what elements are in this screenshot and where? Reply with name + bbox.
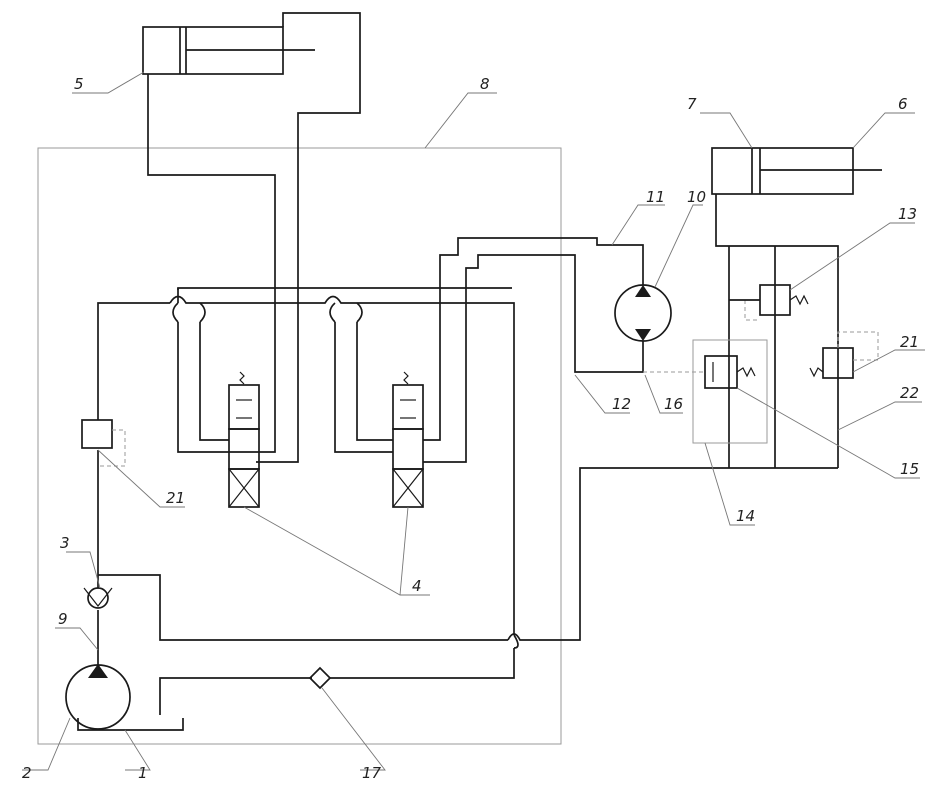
relief-valve-21-right <box>809 331 879 379</box>
directional-valve-4-right <box>392 371 424 508</box>
label-4: 4 <box>412 577 422 595</box>
tank-header <box>177 287 335 290</box>
label-17: 17 <box>362 764 382 782</box>
pressure-line-upper <box>97 302 170 420</box>
label-12: 12 <box>612 395 631 413</box>
pressure-header <box>169 295 515 635</box>
suction-line <box>159 677 312 715</box>
line-to-motor-bottom <box>423 254 644 463</box>
label-3: 3 <box>60 534 70 552</box>
cylinder-5 <box>142 26 315 75</box>
label-1: 1 <box>138 764 148 782</box>
label-21-right: 21 <box>900 333 919 351</box>
label-2: 2 <box>22 764 32 782</box>
relief-valve-21-left <box>81 419 113 449</box>
label-6: 6 <box>898 95 908 113</box>
line-cyl5-left-port <box>147 74 276 453</box>
return-line <box>98 574 508 641</box>
label-22: 22 <box>900 384 919 402</box>
label-16: 16 <box>664 395 683 413</box>
label-10: 10 <box>687 188 706 206</box>
filter-17 <box>308 666 332 690</box>
label-11: 11 <box>646 188 665 206</box>
line-cyl5-right-port <box>256 12 361 463</box>
cylinder-6 <box>711 147 882 195</box>
label-5: 5 <box>74 75 84 93</box>
label-15: 15 <box>900 460 919 478</box>
label-21-left: 21 <box>166 489 185 507</box>
return-line-right <box>507 467 838 641</box>
label-14: 14 <box>736 507 755 525</box>
check-valve-3 <box>83 587 113 609</box>
valve-block-14 <box>692 339 768 444</box>
hydraulic-motor-10 <box>614 284 672 342</box>
valve-13 <box>729 284 809 321</box>
label-9: 9 <box>58 610 68 628</box>
tank-1 <box>77 718 184 731</box>
hydraulic-station-boundary <box>37 147 562 745</box>
pump-9 <box>65 664 131 730</box>
line-to-motor-top <box>423 237 644 441</box>
label-8: 8 <box>480 75 490 93</box>
leader-lines <box>22 71 925 771</box>
directional-valve-4-left <box>228 371 260 508</box>
label-13: 13 <box>898 205 917 223</box>
label-7: 7 <box>687 95 697 113</box>
valve-15 <box>704 355 756 389</box>
